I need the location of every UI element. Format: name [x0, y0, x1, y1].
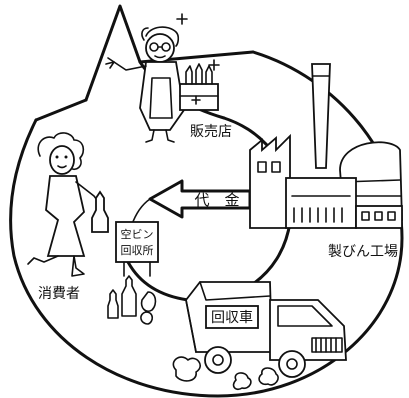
factory-label: 製びん工場 — [328, 244, 398, 260]
retailer-figure: 販売店 — [105, 13, 232, 143]
truck-drawing: 回収車 — [172, 281, 347, 391]
consumer-figure: 消費者 — [27, 132, 109, 302]
truck-label: 回収車 — [211, 309, 253, 326]
depot-label-line2: 回収所 — [121, 244, 154, 257]
consumer-label: 消費者 — [38, 286, 80, 302]
payment-label: 代 金 — [194, 191, 239, 209]
retailer-label: 販売店 — [190, 124, 232, 140]
depot-label-line1: 空ビン — [121, 227, 154, 241]
factory-drawing: 製びん工場 — [249, 63, 403, 260]
bottle-depot: 空ビン 回収所 — [107, 221, 159, 325]
